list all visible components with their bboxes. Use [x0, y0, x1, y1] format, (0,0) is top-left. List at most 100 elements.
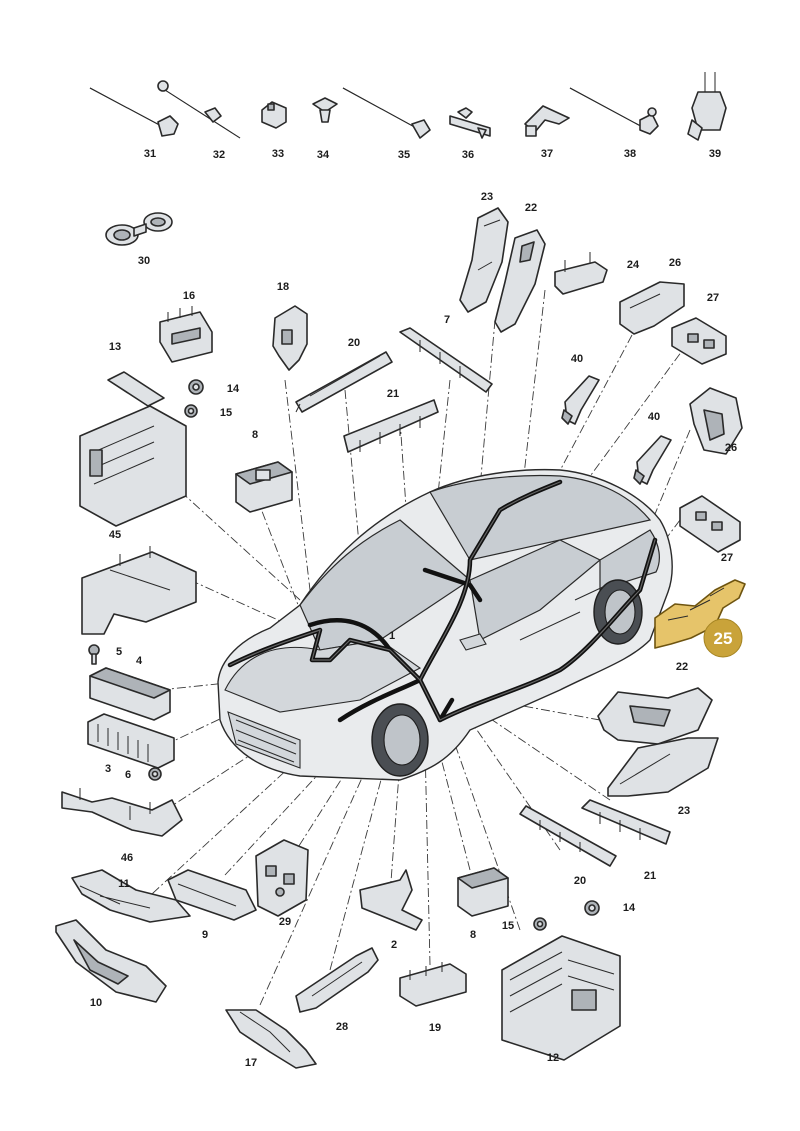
callout-23-lower: 23: [678, 805, 690, 817]
badge-25-label: 25: [714, 629, 733, 648]
callout-18: 18: [277, 281, 289, 293]
badge-25: 25: [703, 618, 743, 658]
callout-45: 45: [109, 529, 121, 541]
callout-32: 32: [213, 149, 225, 161]
callout-27-upper: 27: [707, 292, 719, 304]
callout-40-upper: 40: [571, 353, 583, 365]
callout-4: 4: [136, 655, 143, 667]
part-45-holder: [81, 546, 197, 635]
part-23-lower-duct: [607, 737, 719, 797]
part-13-fuse-box: [79, 371, 187, 527]
callout-11: 11: [118, 878, 130, 890]
part-5-screw: [88, 644, 100, 665]
callout-5: 5: [116, 646, 122, 658]
part-3-fuse-carrier: [87, 713, 175, 769]
part-30-ring-holder: [105, 212, 173, 246]
part-31-cable-tie: [89, 87, 179, 137]
part-6-nut: [148, 767, 162, 781]
part-34-push-clip: [312, 97, 338, 123]
wiring-harness: [227, 479, 658, 723]
part-33-clip: [261, 101, 287, 129]
part-4-cover: [89, 667, 171, 721]
callout-6: 6: [125, 769, 131, 781]
callout-24: 24: [627, 259, 640, 271]
callout-10: 10: [90, 997, 102, 1009]
part-40-clip-lower: [633, 435, 672, 485]
part-16-connector-holder: [159, 306, 213, 363]
callout-12: 12: [547, 1052, 559, 1064]
part-25-highlighted-bracket: [654, 579, 746, 649]
callout-9: 9: [202, 929, 208, 941]
callout-37: 37: [541, 148, 553, 160]
part-37-clip: [524, 105, 570, 137]
part-35-cable-tie: [342, 87, 431, 139]
part-27-upper-holder: [671, 317, 727, 365]
part-22-lower-duct: [597, 687, 713, 745]
callout-14-upper: 14: [227, 383, 240, 395]
callout-26-upper: 26: [669, 257, 681, 269]
callout-2: 2: [391, 939, 397, 951]
part-21-upper-rail: [343, 399, 439, 453]
callout-23-upper: 23: [481, 191, 493, 203]
part-36-bracket: [449, 107, 491, 139]
part-46-bracket: [61, 788, 183, 837]
part-15-nut-lower: [533, 917, 547, 931]
part-10-duct: [55, 919, 167, 1003]
part-23-upper-duct: [459, 207, 509, 313]
part-18-bracket: [272, 305, 308, 371]
callout-7: 7: [444, 314, 450, 326]
callout-8-upper: 8: [252, 429, 258, 441]
part-39-holder: [687, 72, 727, 141]
callout-29: 29: [279, 916, 291, 928]
callout-30: 30: [138, 255, 150, 267]
callout-22-lower: 22: [676, 661, 688, 673]
callout-27-lower: 27: [721, 552, 733, 564]
part-9-cover: [167, 869, 257, 921]
part-11-duct: [71, 869, 191, 923]
callout-13: 13: [109, 341, 121, 353]
part-28-duct: [295, 947, 379, 1013]
callout-labels: 31 32 33 34 35 36 37 38 39 30 23 22 24 2…: [90, 148, 737, 1069]
callout-20-upper: 20: [348, 337, 360, 349]
car-illustration: [217, 468, 673, 781]
part-17-duct: [225, 1009, 317, 1069]
part-14-nut-upper: [188, 379, 204, 395]
part-24-bracket: [554, 252, 608, 295]
part-8-lower-box: [457, 867, 509, 917]
callout-22-upper: 22: [525, 202, 537, 214]
part-32-cable-tie: [157, 80, 241, 139]
callout-3: 3: [105, 763, 111, 775]
callout-1: 1: [389, 630, 395, 642]
part-21-lower-rail: [581, 799, 671, 845]
callout-19: 19: [429, 1022, 441, 1034]
callout-20-lower: 20: [574, 875, 586, 887]
callout-17: 17: [245, 1057, 257, 1069]
callout-35: 35: [398, 149, 410, 161]
callout-15-upper: 15: [220, 407, 232, 419]
part-19-tray: [399, 962, 467, 1007]
callout-26-lower: 26: [725, 442, 737, 454]
part-29-bracket: [255, 839, 309, 917]
callout-40-lower: 40: [648, 411, 660, 423]
callout-38: 38: [624, 148, 636, 160]
part-2-bracket: [359, 869, 423, 931]
part-12-fuse-box: [501, 935, 621, 1061]
part-40-clip-upper: [561, 375, 600, 425]
part-7-rail: [399, 327, 493, 393]
part-38-cable-tie: [569, 87, 659, 135]
callout-15-lower: 15: [502, 920, 514, 932]
part-15-nut-upper: [184, 404, 198, 418]
part-26-upper-cover: [619, 281, 685, 335]
callout-16: 16: [183, 290, 195, 302]
callout-36: 36: [462, 149, 474, 161]
part-14-nut-lower: [584, 900, 600, 916]
callout-21-upper: 21: [387, 388, 399, 400]
callout-28: 28: [336, 1021, 348, 1033]
part-26-lower-cover: [689, 387, 743, 455]
callout-31: 31: [144, 148, 156, 160]
callout-8-lower: 8: [470, 929, 476, 941]
callout-46: 46: [121, 852, 133, 864]
callout-21-lower: 21: [644, 870, 656, 882]
